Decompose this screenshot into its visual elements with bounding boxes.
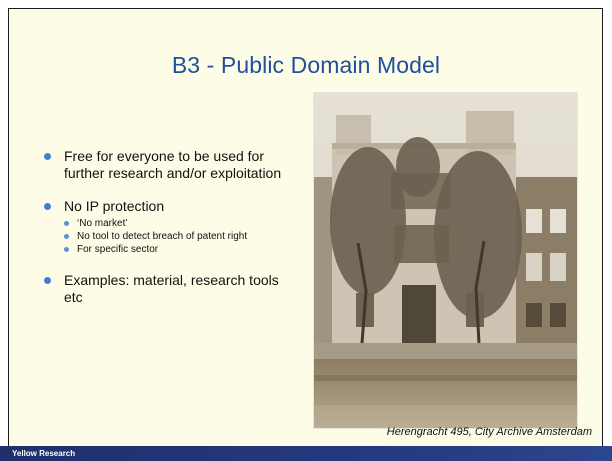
front-door (402, 285, 436, 343)
slide-title: B3 - Public Domain Model (171, 52, 441, 78)
subbullet-dot-icon (64, 234, 69, 239)
bullet-text: Examples: material, research tools etc (64, 272, 279, 305)
bullet-dot-icon (44, 153, 51, 160)
right-window-6 (550, 303, 566, 327)
right-window-4 (550, 253, 566, 281)
bullet-text: Free for everyone to be used for further… (64, 148, 282, 181)
building-photo-svg (314, 93, 577, 428)
subbullet-text: No tool to detect breach of patent right (77, 231, 248, 242)
subbullet-text: For specific sector (77, 244, 159, 255)
tree-trunks (356, 240, 486, 344)
bullet-dot-icon (44, 277, 51, 284)
footer-bar: Yellow Research (0, 446, 612, 461)
trees (330, 137, 522, 319)
subbullet-dot-icon (64, 221, 69, 226)
subbullet-item: For specific sector (64, 244, 294, 256)
photo-caption: Herengracht 495, City Archive Amsterdam (386, 426, 592, 438)
bullet-text: No IP protection (64, 198, 165, 214)
subbullet-list: ‘No market’ No tool to detect breach of … (64, 218, 294, 256)
quay (314, 343, 577, 359)
right-window-2 (550, 209, 566, 233)
right-window-3 (526, 253, 542, 281)
right-window-1 (526, 209, 542, 233)
right-window-5 (526, 303, 542, 327)
bullet-item: Free for everyone to be used for further… (44, 148, 294, 182)
right-building (516, 177, 577, 343)
bullet-list: Free for everyone to be used for further… (44, 148, 294, 306)
subbullet-item: No tool to detect breach of patent right (64, 231, 294, 243)
footer-label: Yellow Research (12, 449, 76, 458)
bullet-dot-icon (44, 203, 51, 210)
subbullet-text: ‘No market’ (77, 218, 128, 229)
left-building (314, 177, 332, 343)
building-photo (314, 93, 577, 428)
bullet-item: No IP protection ‘No market’ No tool to … (44, 198, 294, 256)
canal-reflection (314, 375, 577, 381)
bullet-item: Examples: material, research tools etc (44, 272, 294, 306)
canal-haze (314, 405, 577, 428)
subbullet-item: ‘No market’ (64, 218, 294, 230)
subbullet-dot-icon (64, 247, 69, 252)
canal-water (314, 359, 577, 428)
